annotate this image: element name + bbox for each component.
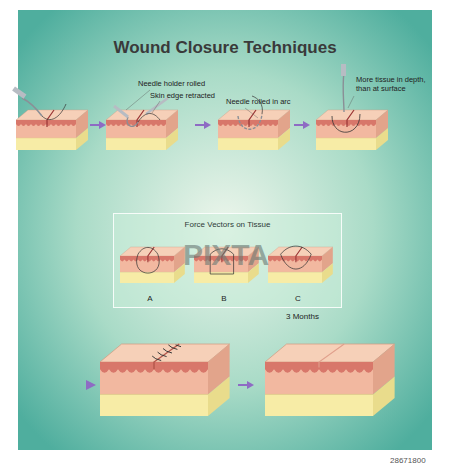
step-note: Skin edge retracted [150, 92, 215, 101]
variant-letter: C [295, 294, 301, 303]
diagram-title: Wound Closure Techniques [0, 38, 450, 58]
step-note: Needle holder rolled [138, 80, 205, 89]
step-note: Needle rolled in arc [226, 98, 291, 107]
step-note: More tissue in depth, than at surface [356, 76, 428, 93]
watermark: PIXTA [183, 238, 269, 273]
variant-letter: A [147, 294, 152, 303]
band-heading: Force Vectors on Tissue [114, 220, 341, 229]
image-id: 28671800 [390, 456, 426, 465]
time-note: 3 Months [286, 312, 319, 321]
variant-letter: B [221, 294, 226, 303]
